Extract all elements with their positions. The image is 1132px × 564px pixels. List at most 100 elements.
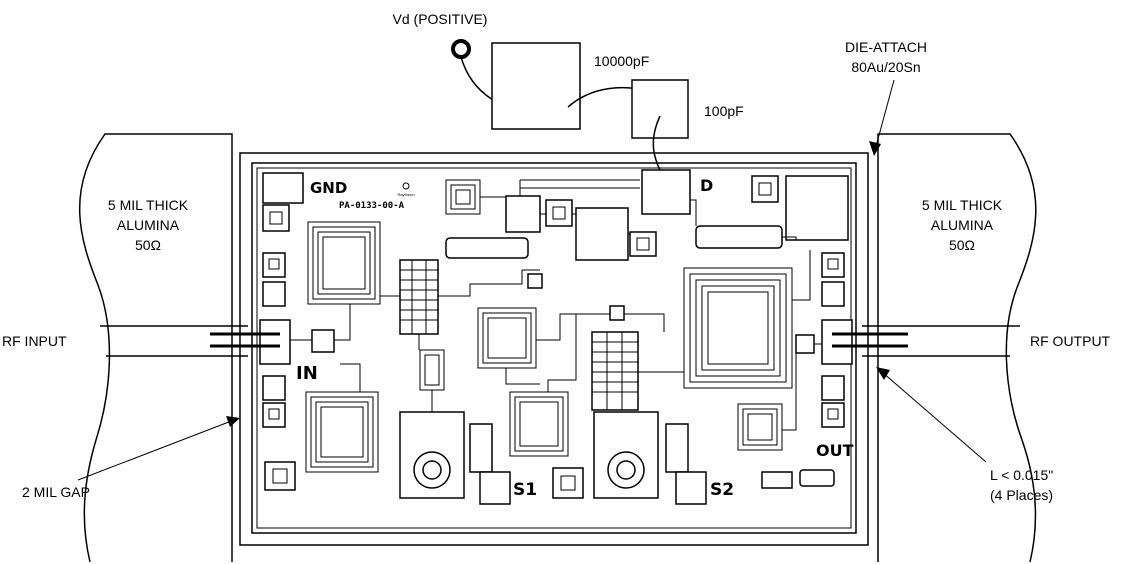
right-ground-pad-1 bbox=[751, 175, 779, 203]
left-alumina-label-3: 50Ω bbox=[135, 237, 161, 253]
right-ground-pad-3 bbox=[821, 281, 845, 307]
interconnect-via-1 bbox=[527, 273, 543, 289]
right-alumina-label-3: 50Ω bbox=[949, 237, 975, 253]
source-2-via-inner bbox=[616, 460, 636, 480]
source-2-pad bbox=[675, 471, 707, 505]
right-ground-pad-2 bbox=[821, 252, 845, 278]
gap-label: 2 MIL GAP bbox=[22, 484, 90, 500]
right-bias-resistor bbox=[695, 225, 783, 249]
left-alumina-label-1: 5 MIL THICK bbox=[108, 197, 189, 213]
top-bias-pad-2 bbox=[629, 231, 657, 257]
center-ground-pad-inner bbox=[560, 475, 576, 491]
left-alumina-label-2: ALUMINA bbox=[117, 217, 180, 233]
source-2-via-outer bbox=[607, 451, 645, 489]
left-ground-pad-1-inner bbox=[269, 211, 283, 225]
drain-pad bbox=[641, 169, 691, 215]
top-bias-trace bbox=[519, 179, 640, 235]
rf-input-label: RF INPUT bbox=[2, 333, 67, 349]
right-ground-pad-5-inner bbox=[827, 408, 839, 420]
die-attach-leader bbox=[874, 79, 895, 151]
source-1-via-inner bbox=[422, 460, 442, 480]
test-structure-1 bbox=[761, 471, 793, 489]
in-mark: IN bbox=[296, 363, 318, 384]
top-bias-cap-1 bbox=[505, 195, 541, 233]
rf-output-label: RF OUTPUT bbox=[1030, 333, 1111, 349]
source-2-cap bbox=[665, 423, 689, 473]
top-bias-pad bbox=[545, 199, 573, 227]
left-ground-pad-2-inner bbox=[268, 258, 280, 270]
spiral-inductor-top-left bbox=[445, 179, 506, 215]
center-ground-pad bbox=[552, 467, 584, 499]
interconnect-via-2 bbox=[609, 305, 625, 321]
left-ground-pad-4 bbox=[262, 375, 286, 401]
source-1-block bbox=[399, 411, 465, 499]
s2-mark: S2 bbox=[710, 480, 734, 500]
interconnect-traces bbox=[290, 269, 822, 431]
vendor-logo-icon bbox=[402, 182, 410, 190]
die-attach-arrowhead bbox=[869, 141, 881, 156]
rf-input-cap bbox=[311, 329, 335, 353]
right-ground-pad-5 bbox=[821, 402, 845, 428]
top-bias-cap-2 bbox=[575, 207, 629, 261]
transistor-stage-2 bbox=[591, 331, 639, 411]
out-mark: OUT bbox=[816, 441, 854, 460]
vendor-logo-text: Raytheon bbox=[397, 192, 414, 197]
die-attach-label-2: 80Au/20Sn bbox=[851, 59, 920, 75]
right-alumina-substrate bbox=[877, 133, 1037, 563]
gnd-pad bbox=[262, 172, 304, 204]
spiral-inductor-small-left bbox=[419, 349, 445, 391]
capacitor-100pf-label: 100pF bbox=[704, 103, 744, 119]
die-outline bbox=[251, 162, 857, 534]
gnd-mark: GND bbox=[310, 179, 347, 197]
source-1-pad bbox=[479, 471, 511, 505]
gap-leader bbox=[77, 419, 235, 481]
right-ground-pad-2-inner bbox=[827, 258, 839, 270]
right-alumina-label-1: 5 MIL THICK bbox=[922, 197, 1003, 213]
test-structure-2 bbox=[799, 469, 835, 487]
spiral-inductor-left-1 bbox=[307, 221, 404, 305]
capacitor-10000pf-label: 10000pF bbox=[594, 53, 649, 69]
spiral-inductor-center-2 bbox=[509, 391, 569, 457]
rf-output-cap bbox=[795, 334, 815, 354]
source-2-block bbox=[593, 411, 659, 499]
left-ground-pad-6-inner bbox=[272, 468, 288, 484]
drain-feed-trace bbox=[690, 199, 797, 240]
left-ground-pad-1 bbox=[262, 204, 290, 232]
gap-arrowhead bbox=[226, 416, 240, 427]
source-1-via-outer bbox=[413, 451, 451, 489]
left-alumina-substrate bbox=[79, 133, 233, 563]
s1-mark: S1 bbox=[513, 480, 537, 500]
right-alumina-label-2: ALUMINA bbox=[931, 217, 994, 233]
left-ground-pad-5 bbox=[262, 402, 286, 428]
transistor-stage-1 bbox=[399, 259, 439, 335]
carrier-outline bbox=[239, 152, 869, 546]
vd-terminal bbox=[451, 39, 471, 59]
top-bias-pad-inner bbox=[552, 206, 566, 220]
left-ground-pad-3 bbox=[262, 281, 286, 307]
spiral-inductor-right-small bbox=[737, 403, 783, 451]
rf-input-pad bbox=[259, 319, 291, 365]
part-number-mark: PA-0133-00-A bbox=[339, 201, 405, 211]
spiral-inductor-left-2 bbox=[305, 363, 379, 473]
rf-output-pad bbox=[821, 319, 853, 365]
die-attach-label-1: DIE-ATTACH bbox=[845, 39, 927, 55]
right-ground-pad-4 bbox=[821, 375, 845, 401]
capacitor-10000pf bbox=[491, 42, 581, 130]
gate-bias-resistor bbox=[445, 237, 529, 259]
d-mark: D bbox=[700, 176, 713, 195]
spiral-inductor-center-1 bbox=[477, 307, 537, 369]
left-ground-pad-5-inner bbox=[268, 408, 280, 420]
left-ground-pad-2 bbox=[262, 252, 286, 278]
bias-block bbox=[785, 175, 849, 241]
top-bias-pad-2-inner bbox=[636, 237, 650, 251]
left-ground-pad-6 bbox=[264, 461, 296, 491]
capacitor-100pf bbox=[631, 79, 689, 139]
source-1-cap bbox=[469, 423, 493, 473]
spiral-inductor-right-large bbox=[683, 250, 811, 389]
bond-length-arrowhead bbox=[876, 367, 890, 380]
bond-length-label-1: L < 0.015" bbox=[990, 467, 1053, 483]
bond-length-label-2: (4 Places) bbox=[990, 487, 1053, 503]
vd-label: Vd (POSITIVE) bbox=[393, 11, 488, 27]
right-ground-pad-1-inner bbox=[758, 182, 772, 196]
